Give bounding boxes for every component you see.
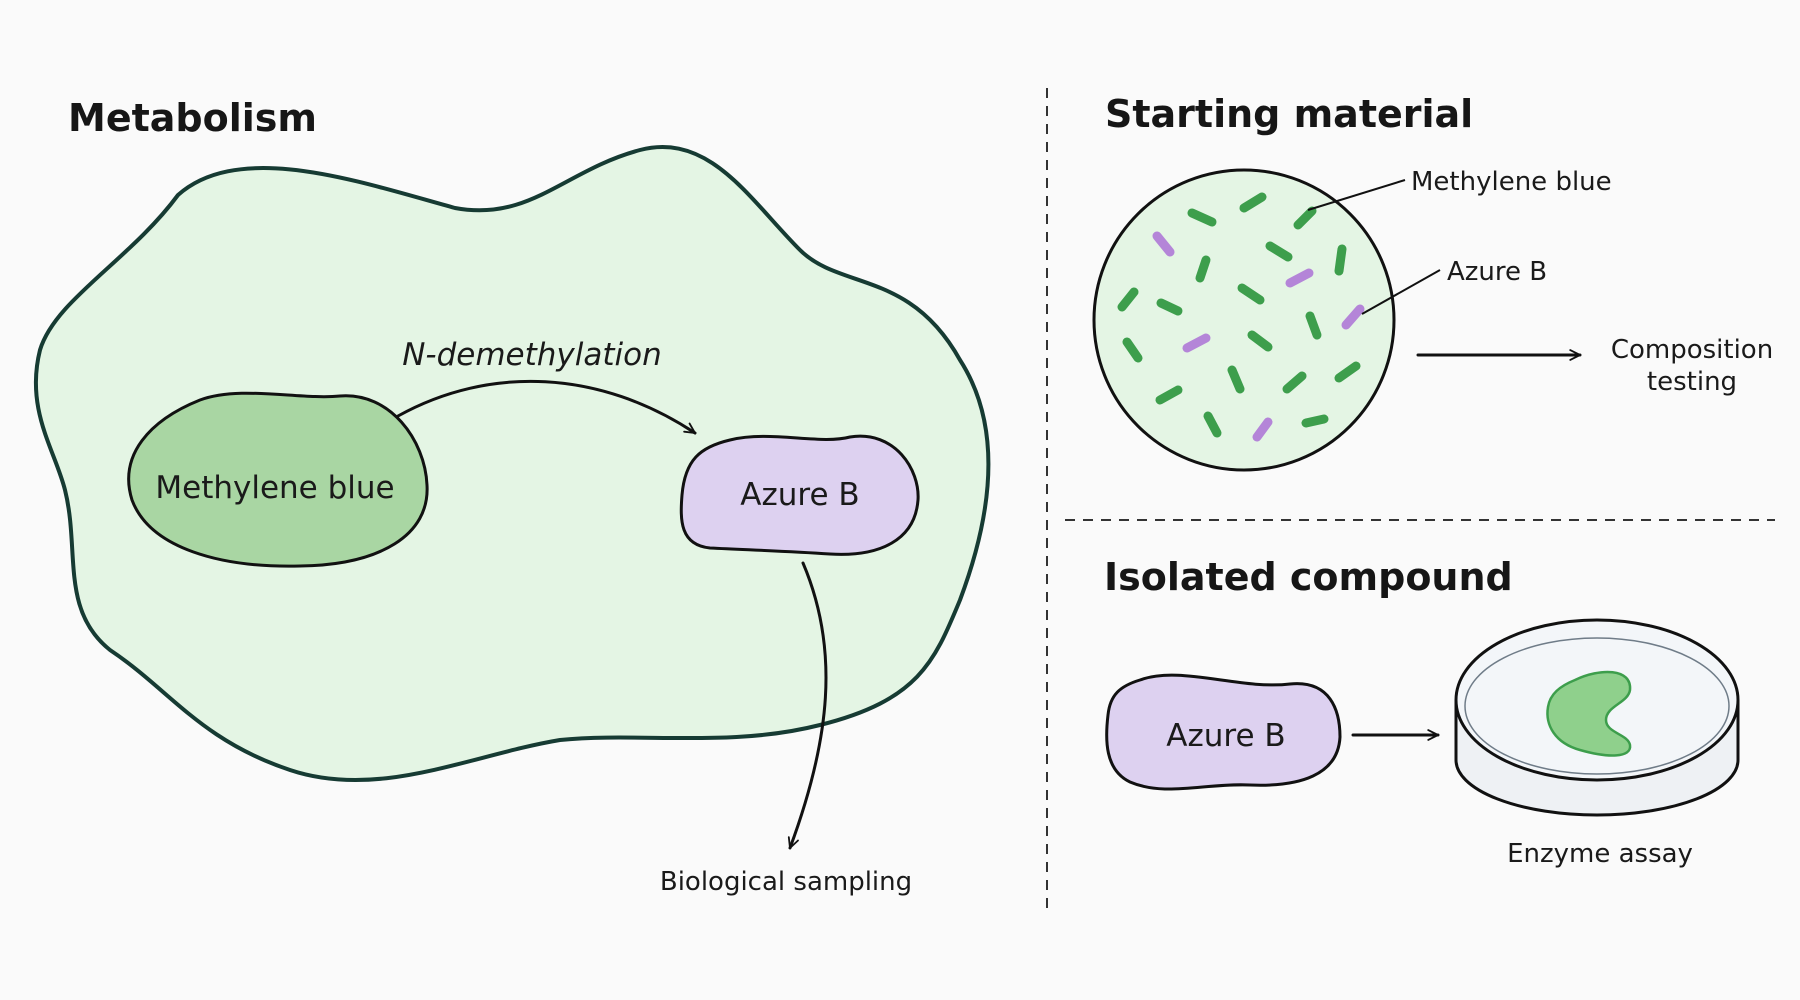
methylene-blue-label: Methylene blue xyxy=(155,470,394,506)
purple-particle xyxy=(1252,417,1273,442)
testing-label: testing xyxy=(1647,367,1737,397)
biological-sampling-label: Biological sampling xyxy=(660,867,912,897)
green-particle xyxy=(1293,206,1317,230)
cell-blob xyxy=(34,145,991,783)
demethylation-arrow xyxy=(396,379,697,435)
enzyme-shape xyxy=(1546,670,1632,757)
azure-b-blob xyxy=(679,434,920,556)
purple-particle xyxy=(1285,268,1314,288)
green-particle xyxy=(1155,385,1183,405)
demethylation-label: N-demethylation xyxy=(402,337,662,373)
green-particle xyxy=(1237,283,1265,305)
petri-dish-inner xyxy=(1464,637,1730,775)
starting-material-title: Starting material xyxy=(1105,92,1473,136)
green-particle xyxy=(1265,241,1293,262)
composition-label: Composition xyxy=(1611,335,1773,365)
green-particle xyxy=(1247,330,1273,352)
green-particle xyxy=(1301,414,1329,428)
methylene-callout-line xyxy=(1307,179,1406,211)
azure-b-label: Azure B xyxy=(740,477,859,513)
green-particle xyxy=(1334,244,1347,276)
green-particle xyxy=(1282,371,1307,394)
azure-callout-line xyxy=(1361,269,1441,315)
green-particle xyxy=(1334,361,1361,383)
methylene-callout-label: Methylene blue xyxy=(1411,167,1612,197)
green-particle xyxy=(1227,365,1245,394)
metabolism-title: Metabolism xyxy=(68,96,317,140)
azure-callout-label: Azure B xyxy=(1447,257,1547,287)
particle-group xyxy=(1117,192,1365,442)
isolated-azure-b-blob xyxy=(1105,673,1342,791)
purple-particle xyxy=(1341,304,1365,330)
purple-particle xyxy=(1182,333,1211,353)
green-particle xyxy=(1305,311,1322,340)
purple-particle xyxy=(1152,231,1175,257)
green-particle xyxy=(1195,255,1211,283)
green-particle xyxy=(1156,298,1183,316)
green-particle xyxy=(1117,287,1139,312)
green-particle xyxy=(1122,337,1143,363)
green-particle xyxy=(1239,192,1267,213)
methylene-blue-blob xyxy=(127,391,429,568)
isolated-compound-title: Isolated compound xyxy=(1104,555,1513,599)
green-particle xyxy=(1187,208,1217,227)
sampling-arrow xyxy=(787,561,828,850)
green-particle xyxy=(1203,411,1222,438)
enzyme-assay-label: Enzyme assay xyxy=(1507,839,1693,869)
isolated-azure-b-label: Azure B xyxy=(1166,718,1285,754)
